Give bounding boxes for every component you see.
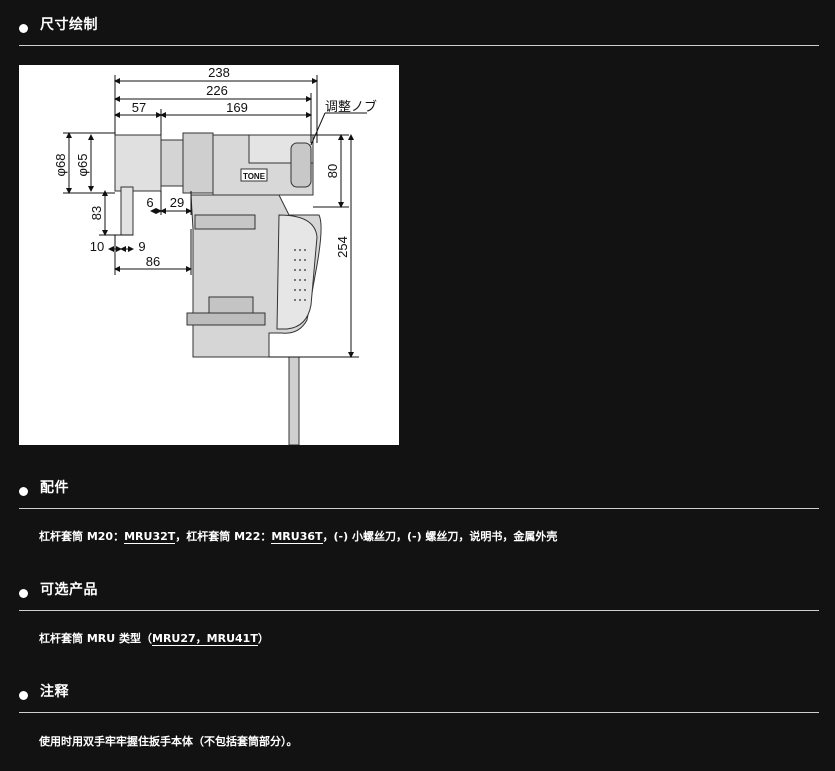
dimension-drawing: TONE <box>19 65 399 445</box>
section-header-dimensions: 尺寸绘制 <box>19 16 819 46</box>
divider <box>19 508 819 509</box>
bullet-icon <box>19 24 28 33</box>
brand-label: TONE <box>243 172 266 181</box>
dim-80: 80 <box>325 164 340 178</box>
dim-10: 10 <box>90 239 104 254</box>
knob-label: 调整ノブ <box>325 99 377 114</box>
accessories-text: 杠杆套筒 M20：MRU32T，杠杆套筒 M22：MRU36T，(-) 小螺丝刀… <box>39 530 557 544</box>
section-title: 注释 <box>40 684 69 700</box>
dim-57: 57 <box>132 100 146 115</box>
optional-text-2: ） <box>257 632 269 645</box>
link-mru32t[interactable]: MRU32T <box>124 530 176 544</box>
optional-text-1: 杠杆套筒 MRU 类型（ <box>39 632 153 645</box>
dim-254: 254 <box>335 236 350 258</box>
section-header-optional: 可选产品 <box>19 581 819 611</box>
section-header-accessories: 配件 <box>19 479 819 509</box>
section-title: 可选产品 <box>40 582 98 598</box>
bullet-icon <box>19 589 28 598</box>
section-title: 配件 <box>40 480 69 496</box>
accessories-text-2: ，杠杆套筒 M22： <box>175 530 272 543</box>
bullet-icon <box>19 487 28 496</box>
section-title: 尺寸绘制 <box>40 17 98 33</box>
dim-226: 226 <box>206 83 228 98</box>
link-mru36t[interactable]: MRU36T <box>271 530 323 544</box>
divider <box>19 610 819 611</box>
dim-169: 169 <box>226 100 248 115</box>
dim-238: 238 <box>208 65 230 80</box>
dim-phi65: φ65 <box>75 154 90 177</box>
notes-text: 使用时用双手牢牢握住扳手本体（不包括套筒部分）。 <box>39 735 298 748</box>
dim-83: 83 <box>89 206 104 220</box>
divider <box>19 712 819 713</box>
section-header-notes: 注释 <box>19 683 819 713</box>
divider <box>19 45 819 46</box>
dim-9: 9 <box>138 239 145 254</box>
dim-6: 6 <box>146 195 153 210</box>
bullet-icon <box>19 691 28 700</box>
link-mru27-mru41t[interactable]: MRU27，MRU41T <box>152 632 258 646</box>
dim-29: 29 <box>170 195 184 210</box>
optional-text: 杠杆套筒 MRU 类型（MRU27，MRU41T） <box>39 632 269 646</box>
dim-phi68: φ68 <box>53 154 68 177</box>
accessories-text-1: 杠杆套筒 M20： <box>39 530 125 543</box>
tool-diagram: TONE <box>53 65 377 445</box>
accessories-text-3: ，(-) 小螺丝刀，(-) 螺丝刀，说明书，金属外壳 <box>322 530 558 543</box>
dim-86: 86 <box>146 254 160 269</box>
